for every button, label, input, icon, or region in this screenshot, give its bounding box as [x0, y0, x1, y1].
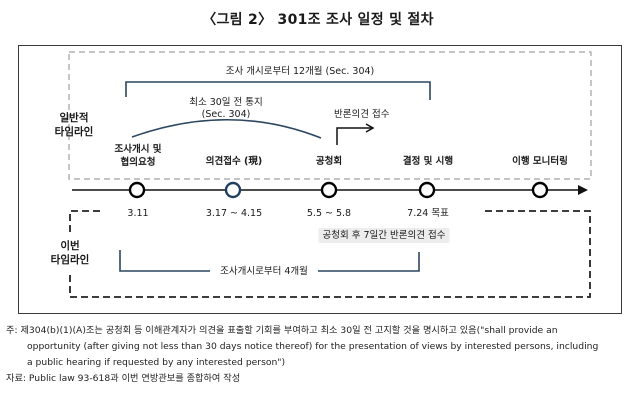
node-comment-period: [224, 181, 242, 199]
step-label-monitoring: 이행 모니터링: [512, 156, 568, 167]
source-line: 자료: Public law 93-618과 이번 연방관보를 종합하여 작성: [6, 373, 241, 384]
rebuttal-arrow: [336, 127, 372, 145]
current-row-label-line1: 이번: [60, 240, 80, 252]
twelve-month-bracket: [125, 81, 431, 100]
step-label-investigation-line2: 협의요청: [120, 157, 156, 168]
timeline-arrowhead: [578, 185, 588, 195]
span-12-months-label-text: 조사 개시로부터 12개월 (Sec. 304): [225, 66, 375, 77]
general-row-label-line2: 타임라인: [54, 126, 94, 138]
date-comments: 3.17 ~ 4.15: [205, 208, 263, 219]
node-investigation-start: [128, 181, 146, 199]
step-label-decision: 결정 및 시행: [402, 156, 454, 167]
figure-title: 〈그림 2〉 301조 조사 일정 및 절차: [202, 12, 434, 28]
rebuttal-label: 반론의견 접수: [334, 109, 390, 120]
date-hearing: 5.5 ~ 5.8: [306, 208, 352, 219]
node-decision: [418, 181, 436, 199]
span-4-months-label: 조사개시로부터 4개월: [220, 266, 308, 277]
current-timeline-box: [69, 210, 591, 298]
general-row-label-line1: 일반적: [59, 112, 89, 124]
note-line1: 주: 제304(b)(1)(A)조는 공청회 등 이해관계자가 의견을 표출할 …: [6, 325, 558, 336]
step-label-investigation-line1: 조사개시 및: [114, 144, 162, 155]
current-row-label-line2: 타임라인: [50, 254, 90, 266]
step-label-hearing: 공청회: [315, 156, 343, 167]
general-timeline-box: [68, 51, 592, 180]
note-line2: opportunity (after giving not less than …: [27, 341, 599, 352]
date-decision: 7.24 목표: [407, 208, 449, 219]
step-label-comments: 의견접수 (現): [205, 156, 263, 167]
notice-arc: [131, 118, 322, 139]
date-investigation: 3.11: [127, 208, 149, 219]
notice-label-line2: (Sec. 304): [201, 109, 251, 120]
note-line3: a public hearing if requested by any int…: [27, 357, 286, 368]
node-hearing: [320, 181, 338, 199]
diagram-frame: [18, 45, 622, 314]
notice-label-line1: 최소 30일 전 통지: [189, 97, 263, 108]
node-monitoring: [531, 181, 549, 199]
post-hearing-tag: 공청회 후 7일간 반론의견 접수: [318, 228, 450, 243]
four-month-bracket: [119, 250, 420, 272]
